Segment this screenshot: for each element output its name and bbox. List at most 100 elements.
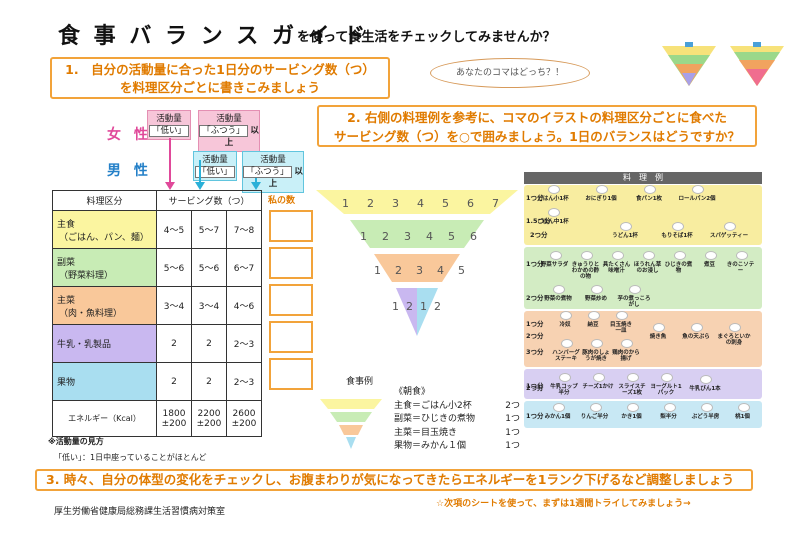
my-number-input[interactable] <box>269 284 313 316</box>
female-label: 女 性 <box>107 127 152 143</box>
food-dish-icon <box>553 285 565 294</box>
tag-normal: 「ふつう」 <box>243 166 292 178</box>
pyramid-number[interactable]: 1 <box>374 264 381 277</box>
pyramid-number[interactable]: 5 <box>442 197 449 210</box>
pyramid-number[interactable]: 4 <box>426 230 433 243</box>
ryori-item: かき1個 <box>621 414 642 420</box>
food-dish-icon <box>588 311 600 320</box>
my-number-input[interactable] <box>269 247 313 279</box>
pyramid-number[interactable]: 4 <box>437 264 444 277</box>
ryori-item: 納豆 <box>587 322 599 328</box>
food-dish-icon <box>611 251 624 260</box>
pyramid-number[interactable]: 1 <box>342 197 349 210</box>
ryori-item: 芋の煮っころがし <box>617 296 651 308</box>
serving-value: 2 <box>191 324 227 363</box>
pyramid-number[interactable]: 2 <box>406 300 413 313</box>
serving-value: 6～7 <box>226 248 262 287</box>
pyramid-number[interactable]: 1 <box>360 230 367 243</box>
my-number-input[interactable] <box>269 358 313 390</box>
pyramid-number[interactable]: 4 <box>417 197 424 210</box>
my-number-input[interactable] <box>269 321 313 353</box>
tag-low: 「低い」 <box>148 125 189 137</box>
ryori-item: ごはん小1杯 <box>537 196 569 202</box>
step2-box: 2. 右側の料理例を参考に、コマのイラストの料理区分ごとに食べた サービング数（… <box>317 105 757 147</box>
step2-line1: 2. 右側の料理例を参考に、コマのイラストの料理区分ごとに食べた <box>347 110 727 125</box>
pyramid-number[interactable]: 2 <box>382 230 389 243</box>
serving-value: 5～7 <box>191 210 227 249</box>
example-item-count: 2つ <box>505 400 520 411</box>
page-title: 食 事 バ ラ ン ス ガ イ ド <box>58 24 369 49</box>
energy-cell: 2200±200 <box>191 400 227 437</box>
pyramid-number[interactable]: 3 <box>416 264 423 277</box>
category-name: 主食 <box>57 219 76 230</box>
ryori-item: おにぎり1個 <box>585 196 617 202</box>
example-koma-icon <box>320 399 382 449</box>
ryori-item: チーズ1かけ <box>582 384 614 390</box>
tag-activity-label: 活動量 <box>216 114 242 124</box>
ryori-item: 魚の天ぷら <box>682 334 710 340</box>
my-number-input[interactable] <box>269 210 313 242</box>
ryori-staple-panel <box>524 185 762 245</box>
ryori-count: 2つ分 <box>526 384 544 392</box>
pyramid-number[interactable]: 6 <box>470 230 477 243</box>
step1-line1: 1. 自分の活動量に合った1日分のサービング数（つ） <box>65 62 375 77</box>
food-dish-icon <box>591 285 603 294</box>
ryori-item: 桃1個 <box>735 414 750 420</box>
ryori-item: 冷奴 <box>559 322 571 328</box>
male-low-tag: 活動量 「低い」 <box>193 151 237 181</box>
koma-icons <box>662 42 784 86</box>
pyramid-number[interactable]: 5 <box>458 264 465 277</box>
serving-value: 2 <box>156 324 192 363</box>
ryori-item: 野菜サラダ <box>540 262 569 268</box>
note-title: ※活動量の見方 <box>48 437 104 446</box>
ryori-count: 1つ分 <box>526 320 544 328</box>
pyramid-band-main <box>374 254 460 282</box>
step3-box: 3. 時々、自分の体型の変化をチェックし、お腹まわりが気になってきたらエネルギー… <box>35 469 753 491</box>
food-dish-icon <box>724 222 736 231</box>
tag-activity-label: 活動量 <box>156 114 182 124</box>
category-cell: 牛乳・乳製品 <box>52 324 157 363</box>
energy-cell: 1800±200 <box>156 400 192 437</box>
food-dish-icon <box>620 222 632 231</box>
food-dish-icon <box>559 373 571 382</box>
pyramid-number[interactable]: 1 <box>420 300 427 313</box>
ryori-item: 豚肉のしょうが焼き <box>582 350 610 362</box>
pyramid-number[interactable]: 3 <box>404 230 411 243</box>
pyramid-number[interactable]: 1 <box>392 300 399 313</box>
pyramid-number[interactable]: 5 <box>448 230 455 243</box>
pyramid-number[interactable]: 3 <box>392 197 399 210</box>
ryori-count: 1つ分 <box>526 260 544 268</box>
ryori-item: 煮豆 <box>703 262 715 268</box>
food-dish-icon <box>672 222 684 231</box>
pyramid-number[interactable]: 2 <box>367 197 374 210</box>
food-dish-icon <box>691 323 703 332</box>
step1-box: 1. 自分の活動量に合った1日分のサービング数（つ） を料理区分ごとに書きこみま… <box>50 57 390 99</box>
ryori-item: 焼き魚 <box>649 334 667 340</box>
ryori-item: 野菜の煮物 <box>544 296 572 302</box>
pyramid-number[interactable]: 6 <box>467 197 474 210</box>
serving-value: 2～3 <box>226 362 262 401</box>
example-item-count: 1つ <box>505 441 520 451</box>
pyramid-number[interactable]: 7 <box>492 197 499 210</box>
food-dish-icon <box>704 251 717 260</box>
category-name: 果物 <box>57 378 76 388</box>
category-sub: （ごはん、パン、麺） <box>59 232 149 243</box>
ryori-count: 1つ分 <box>526 412 544 420</box>
food-dish-icon <box>700 403 713 412</box>
table-header-row: 料理区分 サービング数（つ） <box>52 190 262 211</box>
tag-low: 「低い」 <box>194 166 235 178</box>
pyramid-number[interactable]: 2 <box>434 300 441 313</box>
ryori-item: ヨーグルト1パック <box>650 384 682 396</box>
tag-activity-label: 活動量 <box>202 155 228 165</box>
food-dish-icon <box>629 285 641 294</box>
pyramid-number[interactable]: 2 <box>395 264 402 277</box>
energy-row: エネルギー（Kcal） 1800±200 2200±200 2600±200 <box>52 400 262 437</box>
male-normal-tag: 活動量 「ふつう」 以上 <box>242 151 304 193</box>
energy-label: エネルギー（Kcal） <box>52 400 157 437</box>
my-number-boxes <box>266 210 316 395</box>
ryori-count: 1つ分 <box>526 382 544 390</box>
ryori-item: ぶどう半房 <box>691 414 720 420</box>
food-dish-icon <box>700 375 712 384</box>
